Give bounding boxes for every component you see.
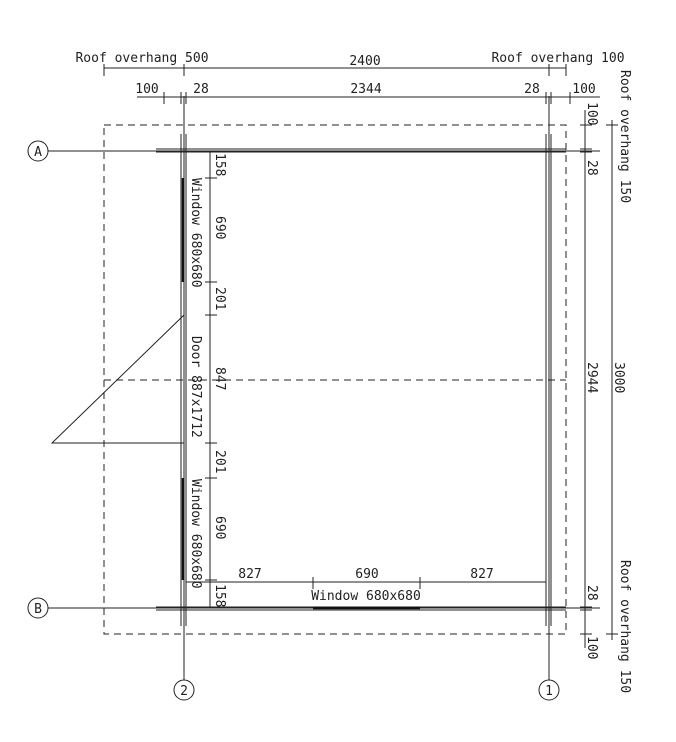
roof-outline	[103, 124, 567, 635]
dim-top-wall: 28	[584, 160, 599, 176]
dim-bottom-middle: 690	[355, 567, 378, 582]
dim-bottom-right: 827	[470, 567, 493, 582]
label-window-left-top: Window 680x680	[188, 178, 203, 288]
right-dimension-lines	[580, 110, 618, 648]
label-window-bottom: Window 680x680	[311, 589, 421, 604]
dim-bottom-wall: 28	[584, 585, 599, 601]
label-window-left-bottom: Window 680x680	[188, 479, 203, 589]
bottom-wall-dimension-line	[185, 577, 547, 589]
dim-bottom-left: 827	[238, 567, 261, 582]
dim-left-d4: 158	[212, 584, 227, 607]
dim-roof-overhang-right: Roof overhang 100	[491, 51, 624, 66]
dim-left-wall: 28	[193, 82, 209, 97]
dim-left-d1: 158	[212, 153, 227, 176]
axis-1-label: 1	[545, 684, 553, 699]
dim-window2-size: 690	[212, 516, 227, 539]
dim-inner-width: 2344	[350, 82, 381, 97]
top-dimension-lines	[103, 64, 600, 104]
axis-b-label: B	[34, 602, 42, 617]
dim-left-offset: 100	[135, 82, 158, 97]
dim-bottom-offset: 100	[584, 636, 599, 659]
dim-total-width: 2400	[349, 54, 380, 69]
dim-top-offset: 100	[584, 102, 599, 125]
axis-2-label: 2	[180, 684, 188, 699]
dim-roof-overhang-bottom: Roof overhang 150	[617, 560, 632, 693]
dim-door-size: 847	[212, 367, 227, 390]
dim-roof-overhang-top: Roof overhang 150	[617, 70, 632, 203]
dim-inner-depth: 2944	[584, 362, 599, 393]
dim-left-d2: 201	[212, 287, 227, 310]
axis-b-marker	[27, 597, 49, 619]
dim-window1-size: 690	[212, 216, 227, 239]
dim-right-wall: 28	[524, 82, 540, 97]
axis-1-marker	[538, 679, 560, 701]
axis-a-marker	[27, 140, 49, 162]
dim-total-depth: 3000	[611, 362, 626, 393]
door-swing	[50, 314, 185, 444]
axis-a-label: A	[34, 145, 42, 160]
dim-right-offset: 100	[572, 82, 595, 97]
dim-left-d3: 201	[212, 450, 227, 473]
dim-roof-overhang-left: Roof overhang 500	[75, 51, 208, 66]
axis-2-marker	[173, 679, 195, 701]
left-wall-dimension-line	[205, 151, 217, 608]
label-door: Door 887x1712	[188, 336, 203, 438]
